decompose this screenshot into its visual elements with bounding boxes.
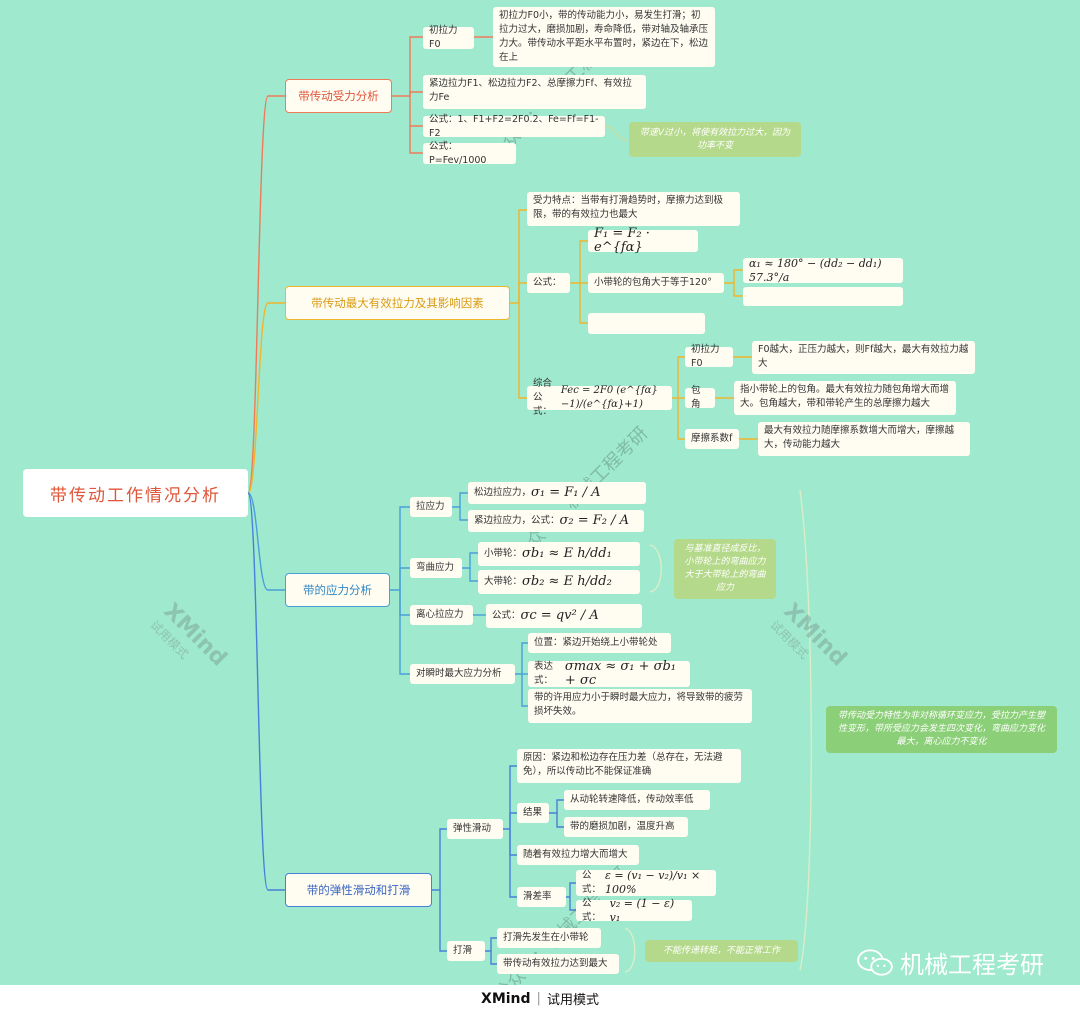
- node-euler-formula[interactable]: F₁ = F₂ · e^{fα}: [588, 226, 698, 255]
- node-formula-label[interactable]: 公式：: [527, 273, 570, 293]
- node-factor-friction-detail[interactable]: 最大有效拉力随摩擦系数增大而增大，摩擦越大，传动能力越大: [758, 422, 970, 456]
- euler-formula-text: F₁ = F₂ · e^{fα}: [594, 226, 650, 255]
- combined-formula-label: 综合公式：: [533, 378, 553, 417]
- node-factor-wrap-detail[interactable]: 指小带轮上的包角。最大有效拉力随包角增大而增大。包角越大，带和带轮产生的总摩擦力…: [734, 381, 956, 415]
- node-elastic-growth[interactable]: 随着有效拉力增大而增大: [517, 845, 639, 865]
- large-pulley-formula: σb₂ ≈ E h/dd₂: [522, 574, 612, 589]
- tight-side-formula: σ₂ = F₂ / A: [559, 513, 630, 528]
- node-factor-friction[interactable]: 摩擦系数f: [685, 429, 739, 449]
- node-tight-side[interactable]: 紧边拉应力，公式： σ₂ = F₂ / A: [468, 510, 644, 532]
- centrifugal-formula-text: σc = qv² / A: [520, 608, 599, 623]
- note-skid: 不能传递转矩，不能正常工作: [645, 940, 798, 962]
- node-result-wear[interactable]: 带的磨损加剧，温度升高: [564, 817, 688, 837]
- slip-formula-1-label: 公式：: [582, 870, 602, 895]
- wechat-signature: 机械工程考研: [856, 945, 1044, 980]
- slip-formula-1-text: ε = (v₁ − v₂)/v₁ × 100%: [605, 869, 701, 896]
- wechat-account-name: 机械工程考研: [900, 951, 1044, 979]
- node-centrifugal-stress[interactable]: 离心拉应力: [410, 605, 473, 625]
- node-large-pulley[interactable]: 大带轮： σb₂ ≈ E h/dd₂: [478, 570, 640, 594]
- footer-brand: XMind: [481, 990, 531, 1007]
- node-centrifugal-formula[interactable]: 公式： σc = qv² / A: [486, 604, 642, 628]
- node-loose-side[interactable]: 松边拉应力， σ₁ = F₁ / A: [468, 482, 646, 504]
- centrifugal-formula-label: 公式：: [492, 610, 521, 621]
- node-empty-b[interactable]: [588, 313, 705, 334]
- connector-lines: [247, 36, 812, 973]
- loose-side-label: 松边拉应力，: [474, 487, 532, 498]
- loose-side-formula: σ₁ = F₁ / A: [531, 485, 601, 500]
- node-initial-tension[interactable]: 初拉力F0: [423, 25, 474, 50]
- node-factor-f0-detail[interactable]: F0越大，正压力越大，则Ff越大，最大有效拉力越大: [752, 341, 975, 374]
- node-factor-wrap[interactable]: 包角: [685, 385, 715, 410]
- tight-side-label: 紧边拉应力，公式：: [474, 515, 560, 526]
- node-small-pulley[interactable]: 小带轮： σb₁ ≈ E h/dd₁: [478, 542, 640, 566]
- wrap-angle-formula-text: α₁ ≈ 180° − (dd₂ − dd₁) 57.3°/a: [749, 256, 882, 284]
- node-initial-tension-detail[interactable]: 初拉力F0小，带的传动能力小，易发生打滑；初拉力过大，磨损加剧，寿命降低，带对轴…: [493, 7, 715, 67]
- node-max-stress[interactable]: 对瞬时最大应力分析: [410, 664, 515, 684]
- note-speed: 带速V过小，将使有效拉力过大，因为功率不变: [629, 122, 801, 157]
- node-result-efficiency[interactable]: 从动轮转速降低，传动效率低: [564, 790, 710, 810]
- combined-formula-text: Fec = 2F0 (e^{fα}−1)/(e^{fα}+1): [560, 385, 658, 410]
- xmind-footer: XMind | 试用模式: [0, 985, 1080, 1012]
- node-skid-small-pulley[interactable]: 打滑先发生在小带轮: [497, 928, 601, 948]
- node-elastic-result[interactable]: 结果: [517, 803, 549, 823]
- max-stress-expr-formula: σmax ≈ σ₁ + σb₁ + σc: [564, 659, 677, 688]
- node-elastic-sliding[interactable]: 弹性滑动: [447, 819, 503, 839]
- root-topic[interactable]: 带传动工作情况分析: [23, 469, 248, 517]
- node-max-stress-expression[interactable]: 表达式： σmax ≈ σ₁ + σb₁ + σc: [528, 659, 690, 688]
- node-factor-f0[interactable]: 初拉力F0: [685, 344, 733, 369]
- node-forces[interactable]: 紧边拉力F1、松边拉力F2、总摩擦力Ff、有效拉力Fe: [423, 75, 646, 109]
- small-pulley-formula: σb₁ ≈ E h/dd₁: [522, 546, 612, 561]
- node-formula-1[interactable]: 公式：1、F1+F2=2F0.2、Fe=Ff=F1-F2: [423, 114, 605, 139]
- wechat-icon: [857, 948, 893, 976]
- node-wrap-angle-condition[interactable]: 小带轮的包角大于等于120°: [588, 273, 724, 293]
- note-bending: 与基准直径成反比，小带轮上的弯曲应力大于大带轮上的弯曲应力: [674, 539, 776, 599]
- node-force-feature[interactable]: 受力特点：当带有打滑趋势时，摩擦力达到极限，带的有效拉力也最大: [527, 192, 740, 226]
- node-tensile-stress[interactable]: 拉应力: [410, 497, 452, 517]
- node-wrap-angle-formula[interactable]: α₁ ≈ 180° − (dd₂ − dd₁) 57.3°/a: [743, 256, 903, 284]
- node-slip-rate[interactable]: 滑差率: [517, 887, 566, 907]
- slip-formula-2-text: v₂ = (1 − ε) v₁: [609, 896, 675, 924]
- note-stress-cycle: 带传动受力特性为非对称循环变应力，受拉力产生塑性变形，带所受应力会发生四次变化，…: [826, 706, 1057, 753]
- node-slip-formula-1[interactable]: 公式： ε = (v₁ − v₂)/v₁ × 100%: [576, 869, 716, 896]
- footer-divider: |: [536, 991, 541, 1006]
- node-elastic-cause[interactable]: 原因：紧边和松边存在压力差（总存在，无法避免），所以传动比不能保证准确: [517, 749, 741, 783]
- max-stress-expr-label: 表达式：: [534, 661, 554, 686]
- slip-formula-2-label: 公式：: [582, 897, 602, 923]
- topic-force-analysis[interactable]: 带传动受力分析: [285, 79, 392, 113]
- node-empty-a[interactable]: [743, 287, 903, 306]
- node-slip-formula-2[interactable]: 公式： v₂ = (1 − ε) v₁: [576, 897, 692, 924]
- topic-elastic-sliding[interactable]: 带的弹性滑动和打滑: [285, 873, 432, 907]
- mindmap-canvas: 公众号：机械工程考研 公众号：机械工程考研 公众号：机械工程考研 XMind试用…: [23, 7, 1057, 985]
- node-skid[interactable]: 打滑: [447, 941, 485, 961]
- node-max-stress-position[interactable]: 位置：紧边开始绕上小带轮处: [528, 633, 671, 653]
- node-allowable-stress[interactable]: 带的许用应力小于瞬时最大应力，将导致带的疲劳损坏失效。: [528, 689, 752, 723]
- node-combined-formula[interactable]: 综合公式： Fec = 2F0 (e^{fα}−1)/(e^{fα}+1): [527, 378, 672, 417]
- node-formula-2[interactable]: 公式：P=Fev/1000: [423, 141, 516, 166]
- topic-stress-analysis[interactable]: 带的应力分析: [285, 573, 390, 607]
- node-skid-max-tension[interactable]: 带传动有效拉力达到最大: [497, 954, 619, 974]
- small-pulley-label: 小带轮：: [484, 548, 523, 559]
- topic-max-effective-tension[interactable]: 带传动最大有效拉力及其影响因素: [285, 286, 510, 320]
- node-bending-stress[interactable]: 弯曲应力: [410, 558, 462, 578]
- footer-trial: 试用模式: [546, 993, 599, 1008]
- large-pulley-label: 大带轮：: [484, 576, 523, 587]
